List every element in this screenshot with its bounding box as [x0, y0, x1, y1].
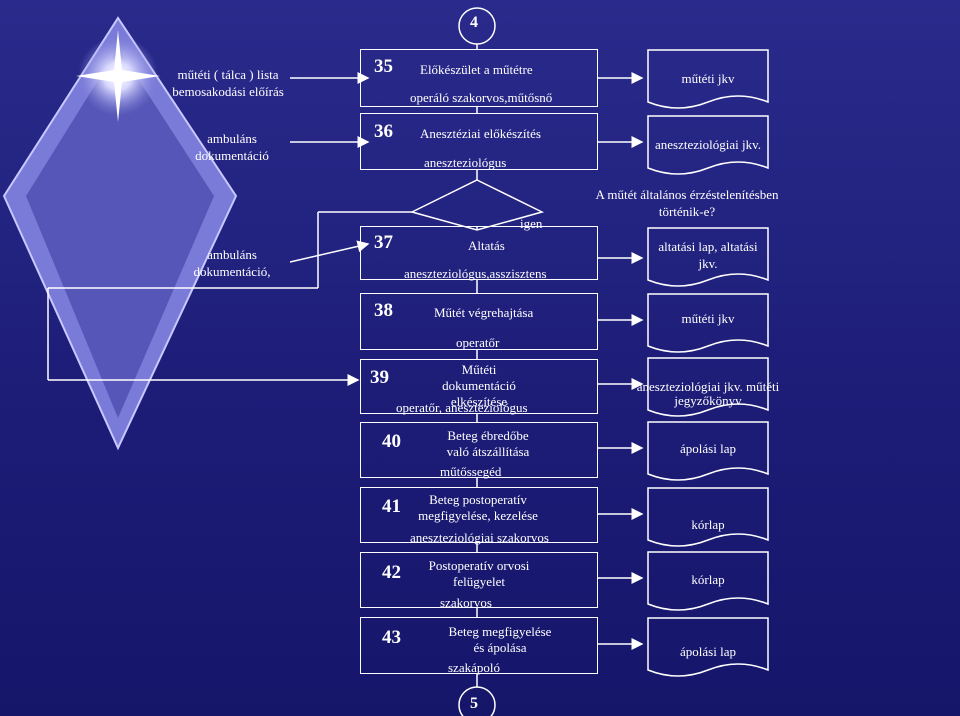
- output-38: műtéti jkv: [681, 311, 735, 326]
- output-36: aneszteziológiai jkv.: [654, 137, 761, 152]
- decision-yes-label: igen: [520, 216, 543, 231]
- step-37-number: 37: [374, 232, 393, 253]
- connector-bottom-label: 5: [470, 695, 478, 712]
- output-41: kórlap: [691, 517, 725, 532]
- step-41-title: Beteg postoperatív megfigyelése, kezelés…: [418, 492, 538, 523]
- step-38-number: 38: [374, 300, 393, 321]
- step-43-title: Beteg megfigyelése és ápolása: [448, 624, 552, 655]
- step-43-box: [360, 617, 598, 674]
- output-40: ápolási lap: [680, 441, 736, 456]
- output-42: kórlap: [691, 572, 725, 587]
- step-42-number: 42: [382, 562, 401, 583]
- output-35: műtéti jkv: [681, 71, 735, 86]
- step-39-role: operatőr, aneszteziológus: [396, 400, 528, 415]
- step-42-title: Postoperatív orvosi felügyelet: [428, 558, 530, 589]
- step-41-role: aneszteziológiai szakorvos: [410, 530, 549, 545]
- input-35: műtéti ( tálca ) lista bemosakodási előí…: [172, 67, 284, 99]
- step-40-role: műtőssegéd: [440, 464, 502, 479]
- step-37-role: aneszteziológus,asszisztens: [404, 266, 547, 281]
- step-40-box: [360, 422, 598, 478]
- output-37: altatási lap, altatási jkv.: [658, 239, 758, 271]
- step-35-role: operáló szakorvos,műtősnő: [410, 90, 553, 105]
- step-38-role: operatőr: [456, 335, 500, 350]
- step-39-number: 39: [370, 367, 389, 388]
- input-37: ambuláns dokumentáció,: [193, 247, 271, 279]
- step-35-box: [360, 49, 598, 107]
- step-39-title: Műtéti dokumentáció elkészítése: [442, 362, 516, 409]
- step-39-box: [360, 359, 598, 414]
- step-35-number: 35: [374, 56, 393, 77]
- step-40-title: Beteg ébredőbe való átszállítása: [446, 428, 530, 459]
- step-40-number: 40: [382, 431, 401, 452]
- input-36: ambuláns dokumentáció: [195, 131, 269, 163]
- step-43-role: szakápoló: [448, 660, 500, 675]
- output-43: ápolási lap: [680, 644, 736, 659]
- step-36-title: Anesztéziai előkészítés: [420, 126, 541, 141]
- step-36-role: aneszteziológus: [424, 155, 507, 170]
- output-39: aneszteziológiai jkv. műtéti jegyzőkönyv: [636, 379, 780, 408]
- decorative-diamond: [2, 16, 238, 451]
- step-38-box: [360, 293, 598, 350]
- step-35-title: Előkészület a műtétre: [420, 62, 533, 77]
- step-36-box: [360, 113, 598, 170]
- connector-top-label: 4: [470, 14, 478, 31]
- step-38-title: Műtét végrehajtása: [434, 305, 534, 320]
- step-42-role: szakorvos: [440, 595, 492, 610]
- step-42-box: [360, 552, 598, 608]
- decision-question: A műtét általános érzéstelenítésben tört…: [595, 187, 779, 219]
- step-37-title: Altatás: [468, 238, 505, 253]
- step-36-number: 36: [374, 121, 393, 142]
- step-41-number: 41: [382, 496, 401, 517]
- step-37-box: [360, 226, 598, 280]
- step-41-box: [360, 487, 598, 543]
- step-43-number: 43: [382, 627, 401, 648]
